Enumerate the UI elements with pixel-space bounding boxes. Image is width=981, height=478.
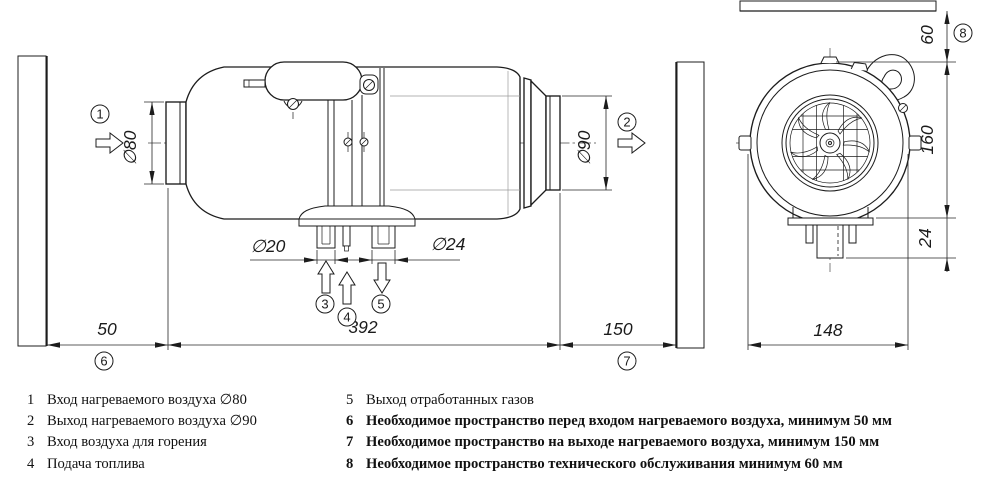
svg-text:∅24: ∅24 [431,234,466,254]
fan-impeller [790,102,870,180]
fan-opening-rim [781,94,879,192]
body-screws [343,132,369,152]
legend-num: 1 [27,392,35,408]
legend-num: 4 [27,455,35,472]
callout-2: 2 [617,112,637,132]
dimension-outlet-diameter: ∅90 [562,95,612,191]
angled-screw-bump [850,61,869,71]
side-lug-right [908,135,922,151]
flow-arrow-5 [373,262,391,294]
top-cover [264,61,363,101]
flow-arrow-4 [338,271,356,305]
svg-text:24: 24 [915,228,935,249]
wall-left-hatched [17,55,48,347]
legend-item-5: 5 Выход отработанных газов [346,390,976,411]
callout-6: 6 [94,351,114,371]
svg-text:1: 1 [96,107,103,122]
legend-text: Необходимое пространство перед входом на… [366,413,892,430]
heater-front-body [736,48,924,272]
legend-right-column: 5 Выход отработанных газов 6 Необходимое… [346,390,976,475]
svg-text:60: 60 [917,25,937,45]
clamp-screw-bracket [359,74,379,95]
top-screw-bump [820,56,840,64]
legend-num: 8 [346,455,354,472]
legend-text: Необходимое пространство на выходе нагре… [366,434,880,451]
callout-5: 5 [371,294,391,314]
combustion-air-pipe [316,225,336,249]
wall-right-hatched [675,61,705,349]
legend-num: 5 [346,392,354,408]
svg-text:7: 7 [623,354,630,369]
svg-text:50: 50 [97,319,117,339]
legend-num: 7 [346,434,354,451]
end-ring [523,77,532,209]
svg-text:150: 150 [603,319,632,339]
legend-item-4: 4 Подача топлива [27,454,327,475]
legend-item-6: 6 Необходимое пространство перед входом … [346,411,976,432]
rim-screw [898,103,908,113]
legend-text: Выход отработанных газов [366,392,534,408]
side-view: ∅80 ∅90 ∅20 ∅24 [17,55,676,371]
main-housing [185,66,521,220]
callout-3: 3 [315,294,335,314]
legend-item-1: 1 Вход нагреваемого воздуха ∅80 [27,390,327,411]
callout-7: 7 [617,351,637,371]
dimension-mount-width: 148 [747,154,909,350]
svg-text:∅90: ∅90 [574,130,594,165]
legend-item-8: 8 Необходимое пространство технического … [346,454,976,475]
legend-num: 2 [27,413,35,430]
dimension-inlet-diameter: ∅80 [120,101,164,185]
flow-arrow-2 [617,131,646,155]
legend-item-3: 3 Вход воздуха для горения [27,432,327,453]
outlet-cone [530,79,547,207]
dimension-lengths: 50 392 150 [47,188,676,350]
svg-text:5: 5 [377,297,384,312]
legend-text: Выход нагреваемого воздуха ∅90 [47,413,257,430]
callout-4: 4 [337,307,357,327]
svg-text:8: 8 [959,26,966,41]
legend-text: Вход воздуха для горения [47,434,207,451]
legend-text: Необходимое пространство технического об… [366,455,843,472]
legend-text: Вход нагреваемого воздуха ∅80 [47,392,247,408]
cover-screw-boss [283,98,303,119]
legend-text: Подача топлива [47,455,145,472]
dimension-vertical-right: 60 160 24 [836,11,956,272]
svg-text:4: 4 [343,310,350,325]
ceiling-hatched [739,0,937,12]
legend-left-column: 1 Вход нагреваемого воздуха ∅80 2 Выход … [27,390,327,475]
fuel-line-stub [243,79,266,88]
callout-8: 8 [953,23,973,43]
mounting-flange [298,205,416,227]
flow-arrow-1 [95,131,124,155]
front-view: 60 160 24 8 148 [675,0,973,350]
svg-text:160: 160 [917,125,937,154]
dimension-pipe-diameters: ∅20 ∅24 [250,234,466,264]
legend-num: 3 [27,434,35,451]
legend-item-2: 2 Выход нагреваемого воздуха ∅90 [27,411,327,432]
heater-side-body [148,61,596,252]
svg-text:6: 6 [100,354,107,369]
svg-text:∅20: ∅20 [251,236,286,256]
flow-arrow-3 [317,260,335,294]
callout-1: 1 [90,104,110,124]
exhaust-pipe [371,225,396,249]
side-lug-left [738,135,752,151]
svg-text:148: 148 [813,320,842,340]
air-outlet-stub [545,95,561,191]
air-inlet-stub [165,101,187,185]
clamp-band [327,68,385,207]
drawing-canvas: ∅80 ∅90 ∅20 ∅24 [17,0,973,371]
svg-text:3: 3 [321,297,328,312]
front-flange [787,207,874,259]
fuel-pipe [342,225,351,252]
legend-num: 6 [346,413,354,430]
legend-item-7: 7 Необходимое пространство на выходе наг… [346,432,976,453]
svg-text:392: 392 [348,317,377,337]
svg-text:2: 2 [623,115,630,130]
svg-text:∅80: ∅80 [120,130,140,165]
